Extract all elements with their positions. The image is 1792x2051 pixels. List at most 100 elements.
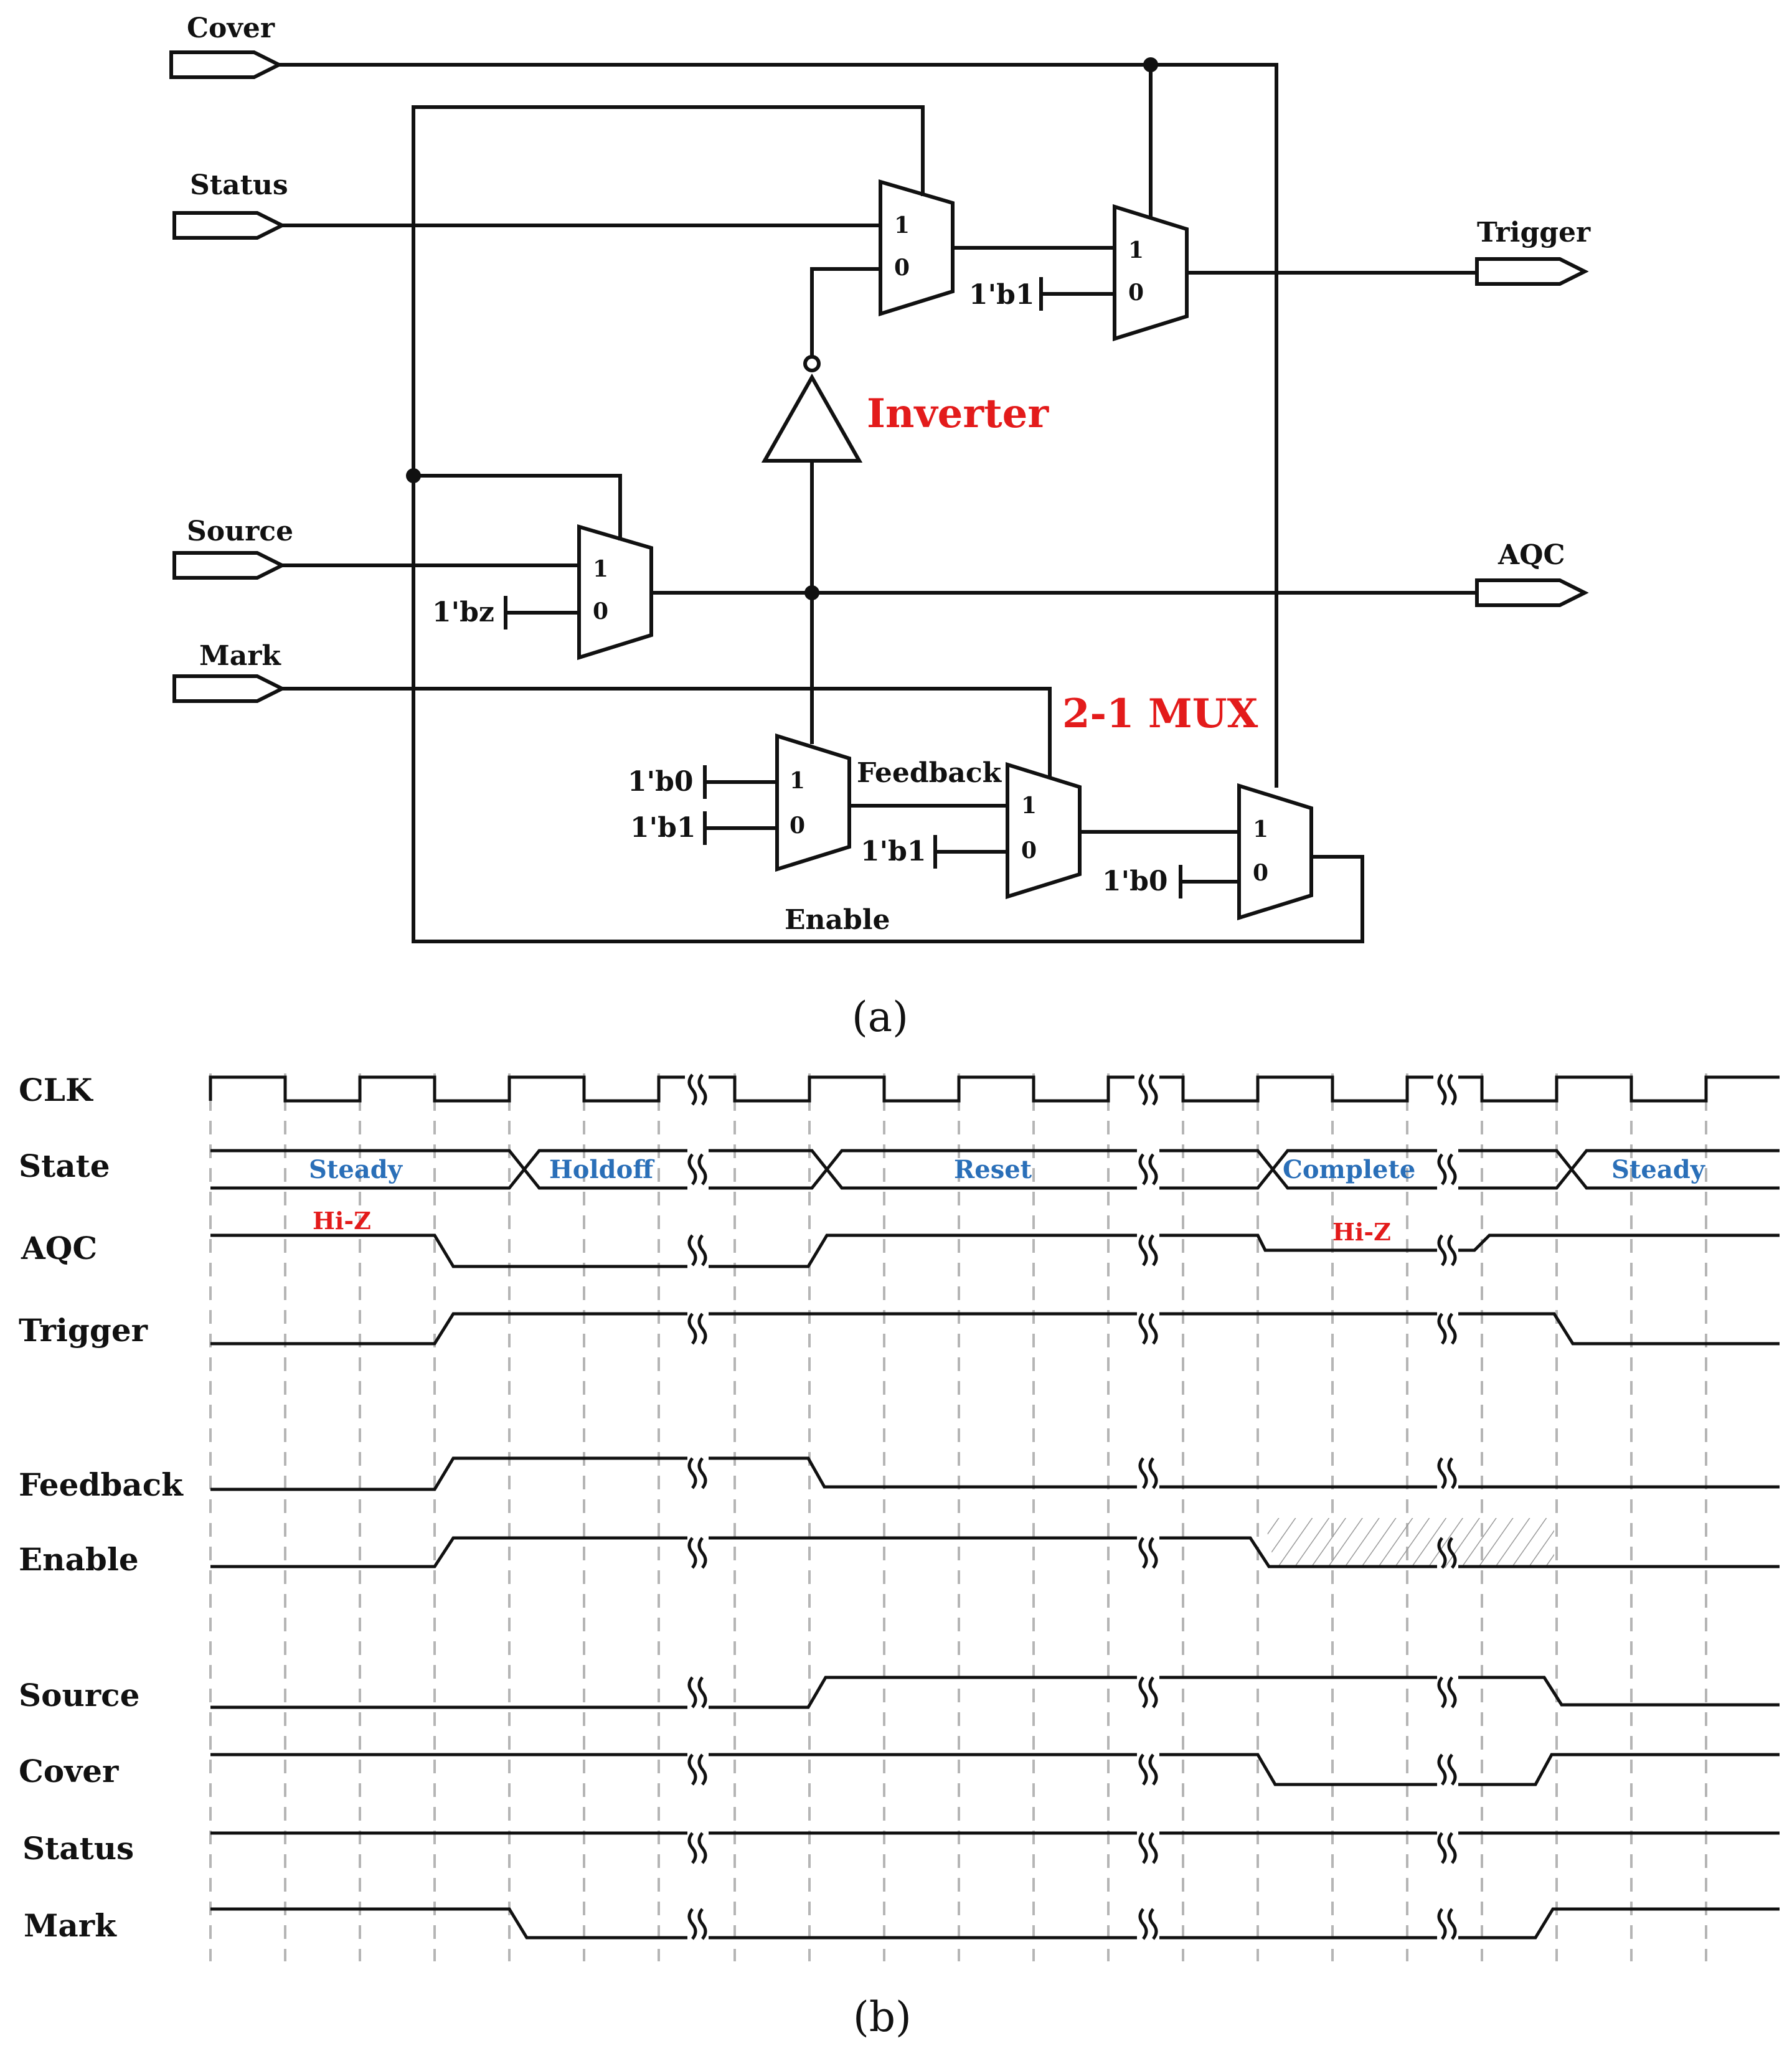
time-skip-mark (1447, 1153, 1457, 1186)
time-skip-mark (1148, 1073, 1158, 1106)
enable-label: Enable (785, 904, 890, 936)
time-skip-mark (1148, 1234, 1158, 1266)
wave-cover (210, 1753, 1780, 1786)
const-source-bz: 1'bz (432, 596, 494, 628)
time-skip-mark (687, 1676, 697, 1709)
time-skip-mark (1437, 1832, 1447, 1864)
time-skip-mark (1447, 1313, 1457, 1345)
const-wire-2 (504, 596, 581, 629)
signal-mark-label: Mark (24, 1907, 117, 1944)
const-trigger-b1: 1'b1 (969, 279, 1034, 311)
junction-aqc (804, 585, 819, 600)
time-skip-mark (1138, 1537, 1148, 1569)
aqc-port (1475, 578, 1589, 607)
wire-source-sel (412, 474, 622, 540)
signal-state-label: State (19, 1148, 110, 1184)
mux-en-pin1: 1 (1253, 816, 1268, 842)
time-skip-mark (1447, 1832, 1457, 1864)
aqc-label: AQC (1497, 539, 1565, 571)
time-skip-mark (1447, 1073, 1457, 1106)
time-skip-mark (687, 1457, 697, 1489)
mux-en-pin0: 0 (1253, 860, 1268, 886)
wave-source (210, 1676, 1780, 1709)
inverter-bubble (803, 355, 821, 372)
signal-status-label: Status (22, 1830, 134, 1867)
state-label-complete: Complete (1283, 1155, 1415, 1184)
wave-feedback (210, 1456, 1780, 1491)
mark-port (172, 674, 286, 703)
time-skip-mark (1138, 1153, 1148, 1186)
timing-grid (209, 1073, 1707, 1961)
time-skip-mark (687, 1908, 697, 1940)
time-skip-mark (1138, 1234, 1148, 1266)
time-skip-mark (1447, 1676, 1457, 1709)
time-skip-mark (697, 1753, 707, 1786)
time-skip-mark (697, 1832, 707, 1864)
time-skip-mark (1138, 1753, 1148, 1786)
signal-enable-label: Enable (19, 1541, 139, 1578)
time-skip-mark (1437, 1537, 1447, 1569)
inverter-gate (761, 373, 863, 463)
time-skip-mark (1138, 1908, 1148, 1940)
cover-label: Cover (187, 12, 275, 44)
time-skip-mark (1138, 1832, 1148, 1864)
mux-status-pin1: 1 (894, 212, 910, 238)
wave-state (210, 1149, 1780, 1190)
mux-status (879, 179, 955, 317)
time-skip-mark (1148, 1908, 1158, 1940)
const-wire-6 (1179, 865, 1241, 898)
caption-b: (b) (853, 1993, 912, 2041)
time-skip-mark (1148, 1676, 1158, 1709)
time-skip-mark (1148, 1313, 1158, 1345)
wire-status-sel (412, 105, 1364, 943)
mux-trigger (1113, 204, 1189, 342)
mux-middle (1006, 761, 1082, 900)
signal-feedback-label: Feedback (19, 1466, 184, 1503)
time-skip-mark (1447, 1908, 1457, 1940)
mux-source-pin0: 0 (593, 598, 608, 625)
circuit-diagram (169, 50, 1589, 943)
time-skip-mark (1148, 1537, 1158, 1569)
time-skip-mark (1148, 1153, 1158, 1186)
time-skip-mark (1447, 1457, 1457, 1489)
const-wire-3 (703, 765, 779, 799)
mux-feedback-src (775, 733, 851, 872)
time-skip-mark (1447, 1234, 1457, 1266)
time-skip-mark (697, 1153, 707, 1186)
time-skip-mark (1437, 1908, 1447, 1940)
time-skip-mark (697, 1537, 707, 1569)
waveforms (209, 1075, 1780, 1940)
inverter-label: Inverter (867, 390, 1049, 437)
feedback-label: Feedback (857, 757, 1002, 789)
signal-source-label: Source (19, 1677, 139, 1714)
mux-trigger-pin0: 0 (1128, 280, 1144, 306)
junction-enable (406, 468, 421, 483)
signal-cover-label: Cover (19, 1753, 119, 1789)
mux-fb-pin0: 0 (790, 813, 805, 839)
time-skip-mark (697, 1457, 707, 1489)
state-label-reset: Reset (954, 1155, 1032, 1184)
signal-aqc-label: AQC (21, 1230, 97, 1266)
time-skip-mark (697, 1676, 707, 1709)
mux-mid-pin0: 0 (1021, 837, 1037, 864)
mux-fb-pin1: 1 (790, 768, 805, 794)
time-skip-marks (687, 1073, 1457, 1940)
time-skip-mark (1437, 1676, 1447, 1709)
mark-label: Mark (199, 640, 281, 672)
mux-source (577, 524, 653, 661)
time-skip-mark (1447, 1753, 1457, 1786)
time-skip-mark (1437, 1753, 1447, 1786)
cover-port (169, 50, 283, 79)
mux-status-pin0: 0 (894, 255, 910, 281)
circuit-labels: Cover Status Source Mark Trigger AQC Inv… (187, 12, 1591, 1041)
source-port (172, 551, 286, 580)
time-skip-mark (1138, 1676, 1148, 1709)
junction-cover (1143, 57, 1158, 72)
time-skip-mark (1437, 1234, 1447, 1266)
state-label-steady-2: Steady (1611, 1155, 1706, 1184)
timing-diagram: CLK State AQC Trigger Feedback Enable So… (19, 1072, 1780, 2041)
const-wire-5 (933, 835, 1009, 869)
time-skip-mark (687, 1234, 697, 1266)
const-fb-b1: 1'b1 (630, 812, 696, 844)
